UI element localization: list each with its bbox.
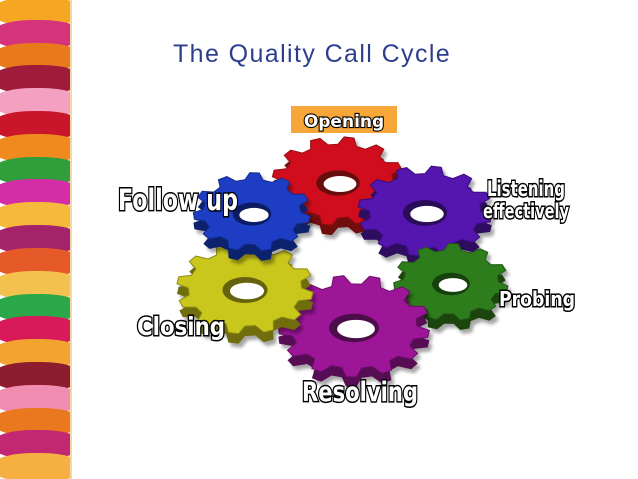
stage-label-listening: Listening [487,177,565,201]
slide-title: The Quality Call Cycle [173,40,452,68]
decorative-divider [70,0,72,479]
gear-resolving [277,275,430,387]
stage-label-resolving: Resolving [302,377,418,408]
stage-label-follow-up: Follow up [118,183,238,217]
decorative-stripe-band [0,0,70,479]
gear-closing [176,241,314,344]
stage-label-listening-line2: effectively [483,199,569,223]
decorative-stripe [0,453,70,479]
stage-label-opening: Opening [304,112,384,132]
gear-follow-up [192,172,311,261]
opening-highlight-box [291,106,397,133]
stage-label-closing: Closing [137,312,225,341]
stage-label-probing: Probing [499,287,575,311]
